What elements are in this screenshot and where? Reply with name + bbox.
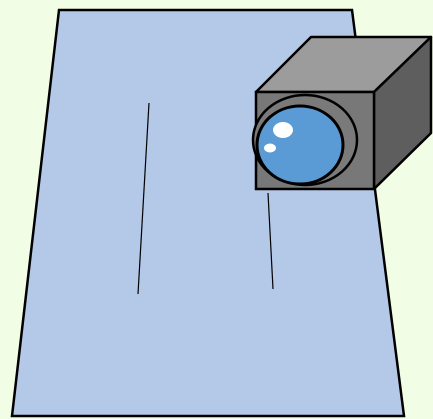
lens-highlight-large <box>273 122 293 138</box>
lens-highlight-small <box>264 144 276 153</box>
camera-lens-icon <box>253 95 357 185</box>
